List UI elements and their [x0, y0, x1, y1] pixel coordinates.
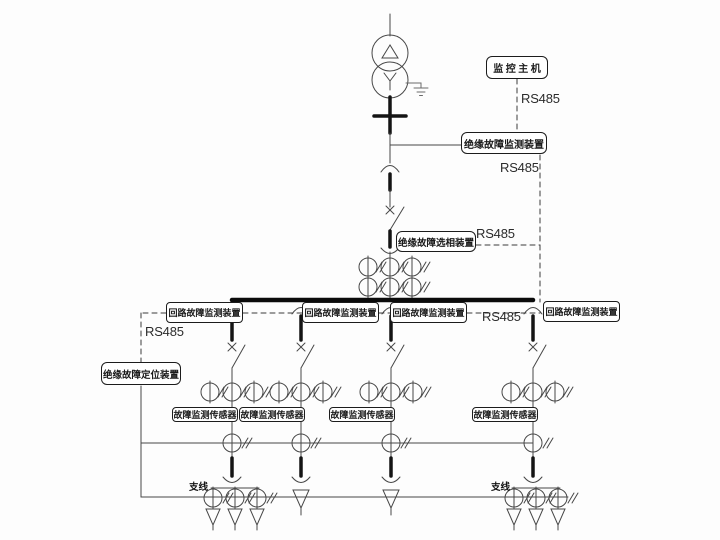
branch-group: [203, 486, 278, 531]
loop-fault-monitor-box-1: 回路故障监测装置: [166, 302, 243, 323]
current-sensors: [501, 380, 574, 404]
current-sensors: [269, 380, 342, 404]
fault-sensor-box-4: 故障监测传感器: [472, 407, 538, 422]
monitor-host-box: 监控主机: [486, 56, 548, 79]
fault-locator-box: 绝缘故障定位装置: [101, 362, 181, 385]
ground-symbol: [405, 82, 429, 96]
branch-group: [504, 486, 579, 531]
rs485-label-monitor-link: RS485: [500, 160, 539, 175]
rs485-label-selector-link: RS485: [476, 226, 515, 241]
fault-sensor-box-3: 故障监测传感器: [329, 407, 395, 422]
main-disconnector: [385, 205, 405, 231]
rs485-label-locator-link: RS485: [145, 324, 184, 339]
incoming-feeder: [358, 13, 431, 301]
insulation-fault-monitor-box: 绝缘故障监测装置: [461, 132, 547, 154]
loop-fault-monitor-box-4: 回路故障监测装置: [543, 301, 620, 322]
main-current-sensors: [358, 255, 431, 299]
load-arrow: [292, 489, 310, 516]
current-sensors: [359, 380, 432, 404]
rs485-label-host-link: RS485: [521, 91, 560, 106]
loop-fault-monitor-box-2: 回路故障监测装置: [302, 302, 379, 323]
fault-sensor-box-2: 故障监测传感器: [239, 407, 305, 422]
phase-selector-box: 绝缘故障选相装置: [396, 231, 476, 252]
rs485-comm-lines: [140, 78, 541, 363]
current-sensors: [200, 380, 273, 404]
loop-fault-monitor-box-3: 回路故障监测装置: [390, 302, 467, 323]
branch-line-label-2: 支线: [491, 483, 511, 493]
fault-sensor-box-1: 故障监测传感器: [172, 407, 238, 422]
transformer-symbol: [371, 34, 409, 99]
rs485-label-bus-link: RS485: [482, 309, 521, 324]
branch-line-label-1: 支线: [189, 483, 209, 493]
main-drawout-breaker: [380, 165, 400, 192]
locator-measurement-lines: [140, 144, 569, 498]
load-arrow: [382, 489, 400, 516]
